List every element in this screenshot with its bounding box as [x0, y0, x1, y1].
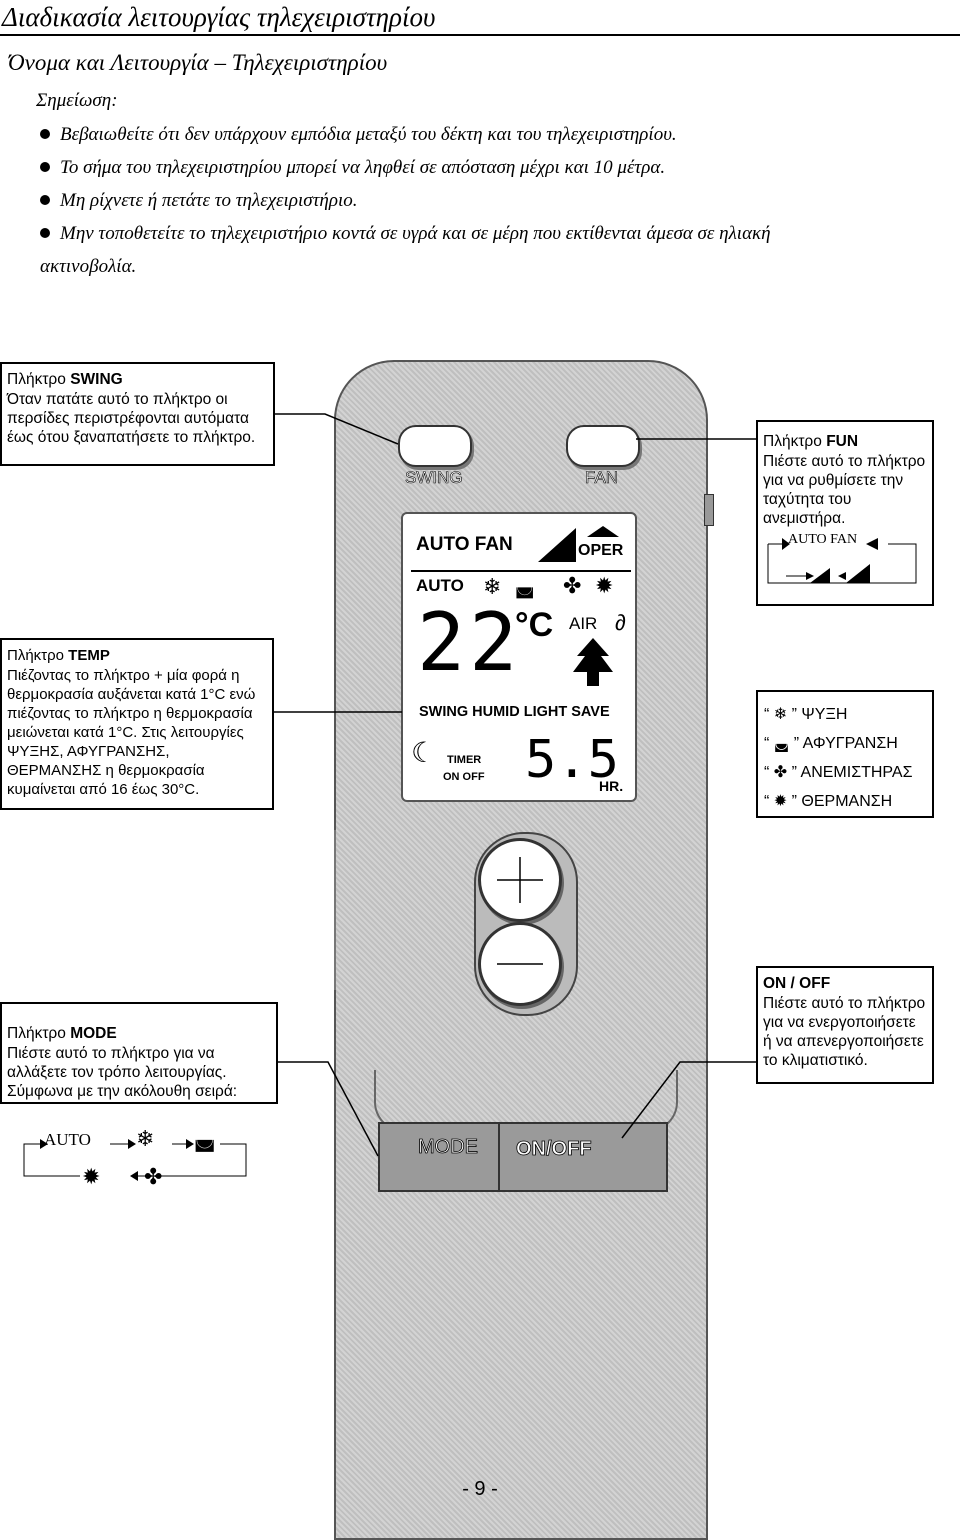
swing-leader-line	[275, 413, 399, 445]
side-notch	[704, 494, 714, 526]
dehumidify-icon: ◛	[773, 735, 790, 752]
mode-cycle-label: AUTO	[44, 1130, 91, 1149]
fan-button-label: FAN	[585, 468, 619, 488]
onoff-callout-body: Πιέστε αυτό το πλήκτρο για να ενεργοποιή…	[763, 995, 926, 1069]
lcd-sun-icon: ✹	[595, 573, 614, 598]
note-item-continued: ακτινοβολία.	[40, 256, 137, 277]
lcd-fan-icon: ✤	[563, 573, 582, 598]
lcd-on-off: ON OFF	[443, 771, 485, 783]
swing-button[interactable]	[398, 425, 472, 467]
mode-leader-line	[278, 1061, 379, 1157]
legend-item-heat: “ ✹ ” ΘΕΡΜΑΝΣΗ	[764, 793, 893, 810]
lcd-timer: TIMER	[447, 754, 482, 766]
mode-cycle-sun-icon: ✹	[82, 1164, 101, 1189]
snowflake-icon: ❄	[773, 706, 788, 723]
bullet-icon	[40, 194, 50, 205]
mode-callout-heading: Πλήκτρο MODE	[7, 1025, 117, 1042]
lcd-hr: HR.	[599, 778, 624, 794]
fan-button[interactable]	[566, 425, 640, 467]
mode-button[interactable]	[378, 1122, 500, 1192]
fan-speed-cycle-diagram	[767, 538, 917, 584]
lcd-snowflake-icon: ❄	[483, 574, 502, 599]
onoff-button-label: ON/OFF	[516, 1138, 592, 1161]
temp-callout: Πλήκτρο TEMP Πιέζοντας το πλήκτρο + μία …	[0, 638, 274, 810]
swing-button-label: SWING	[405, 468, 463, 488]
lcd-display: AUTO FAN OPER AUTO ❄ ◛ ✤ ✹ 22 °C AIR ∂ S…	[401, 512, 637, 802]
fan-icon: ✤	[773, 764, 788, 781]
page-number: - 9 -	[462, 1478, 498, 1500]
page-title: Διαδικασία λειτουργίας τηλεχειριστηρίου	[0, 0, 960, 36]
lcd-divider	[411, 570, 631, 572]
fun-callout-body: Πιέστε αυτό το πλήκτρο για να ρυθμίσετε …	[763, 453, 926, 527]
sleep-moon-icon: ☾	[411, 737, 437, 768]
mode-callout-body: Πιέστε αυτό το πλήκτρο για να αλλάξετε τ…	[7, 1045, 238, 1100]
section-subtitle: Όνομα και Λειτουργία – Τηλεχειριστηρίου	[8, 50, 388, 75]
lcd-air-icon: ∂	[615, 610, 626, 635]
mode-cycle-diagram	[23, 1139, 247, 1181]
mode-cycle-dehumidify-icon: ◛	[194, 1126, 216, 1151]
lcd-air: AIR	[569, 614, 598, 633]
lcd-dehumidify-icon: ◛	[515, 576, 535, 598]
onoff-callout-heading: ON / OFF	[763, 975, 831, 992]
swing-callout: Πλήκτρο SWING Όταν πατάτε αυτό το πλήκτρ…	[0, 362, 275, 466]
legend-item-dry: “ ◛ ” ΑΦΥΓΡΑΝΣΗ	[764, 735, 898, 752]
lcd-functions: SWING HUMID LIGHT SAVE	[419, 704, 610, 720]
note-item: Μη ρίχνετε ή πετάτε το τηλεχειριστήριο.	[40, 190, 357, 212]
note-item: Βεβαιωθείτε ότι δεν υπάρχουν εμπόδια μετ…	[40, 124, 677, 146]
swing-callout-body: Όταν πατάτε αυτό το πλήκτρο οι περσίδες …	[7, 391, 256, 446]
temp-callout-body: Πιέζοντας το πλήκτρο + μία φορά η θερμοκ…	[7, 667, 256, 798]
lcd-auto: AUTO	[416, 576, 464, 595]
lcd-oper: OPER	[578, 542, 624, 559]
temp-minus-button[interactable]	[478, 922, 562, 1006]
bullet-icon	[40, 227, 50, 238]
note-label: Σημείωση:	[36, 90, 118, 111]
onoff-callout: ON / OFF Πιέστε αυτό το πλήκτρο για να ε…	[756, 966, 934, 1084]
onoff-button[interactable]	[498, 1122, 668, 1192]
swing-callout-heading: Πλήκτρο SWING	[7, 371, 123, 388]
temp-plus-button[interactable]	[478, 838, 562, 922]
note-item: Το σήμα του τηλεχειριστηρίου μπορεί να λ…	[40, 157, 665, 179]
tree-icon	[573, 638, 613, 686]
mode-button-label: MODE	[418, 1136, 479, 1159]
mode-cycle-snowflake-icon: ❄	[136, 1126, 155, 1151]
onoff-leader-line	[621, 1061, 756, 1139]
bullet-icon	[40, 161, 50, 172]
temp-callout-heading: Πλήκτρο TEMP	[7, 647, 110, 664]
fun-callout-heading: Πλήκτρο FUN	[763, 433, 859, 450]
mode-callout: Πλήκτρο MODE Πιέστε αυτό το πλήκτρο για …	[0, 1002, 278, 1104]
oper-arrow-icon	[587, 526, 619, 537]
lcd-temp-unit: °C	[515, 606, 554, 644]
plus-icon	[497, 857, 543, 903]
legend-item-cool: “ ❄ ” ΨΥΞΗ	[764, 706, 848, 723]
fan-cycle-label: AUTO FAN	[788, 532, 858, 547]
minus-icon	[497, 963, 543, 965]
lcd-timer-value: 5.5	[525, 730, 619, 790]
mode-legend: “ ❄ ” ΨΥΞΗ “ ◛ ” ΑΦΥΓΡΑΝΣΗ “ ✤ ” ΑΝΕΜΙΣΤ…	[756, 690, 934, 818]
fan-speed-bars-icon	[538, 528, 576, 562]
side-groove	[334, 830, 342, 990]
fun-leader-line	[636, 438, 756, 440]
note-item: Μην τοποθετείτε το τηλεχειριστήριο κοντά…	[40, 223, 771, 245]
lcd-auto-fan: AUTO FAN	[416, 534, 513, 555]
temp-leader-line	[274, 711, 402, 713]
lcd-temperature: 22	[417, 596, 522, 689]
bullet-icon	[40, 128, 50, 139]
mode-cycle-fan-icon: ✤	[144, 1164, 163, 1189]
legend-item-fan: “ ✤ ” ΑΝΕΜΙΣΤΗΡΑΣ	[764, 764, 913, 781]
sun-icon: ✹	[773, 793, 788, 810]
